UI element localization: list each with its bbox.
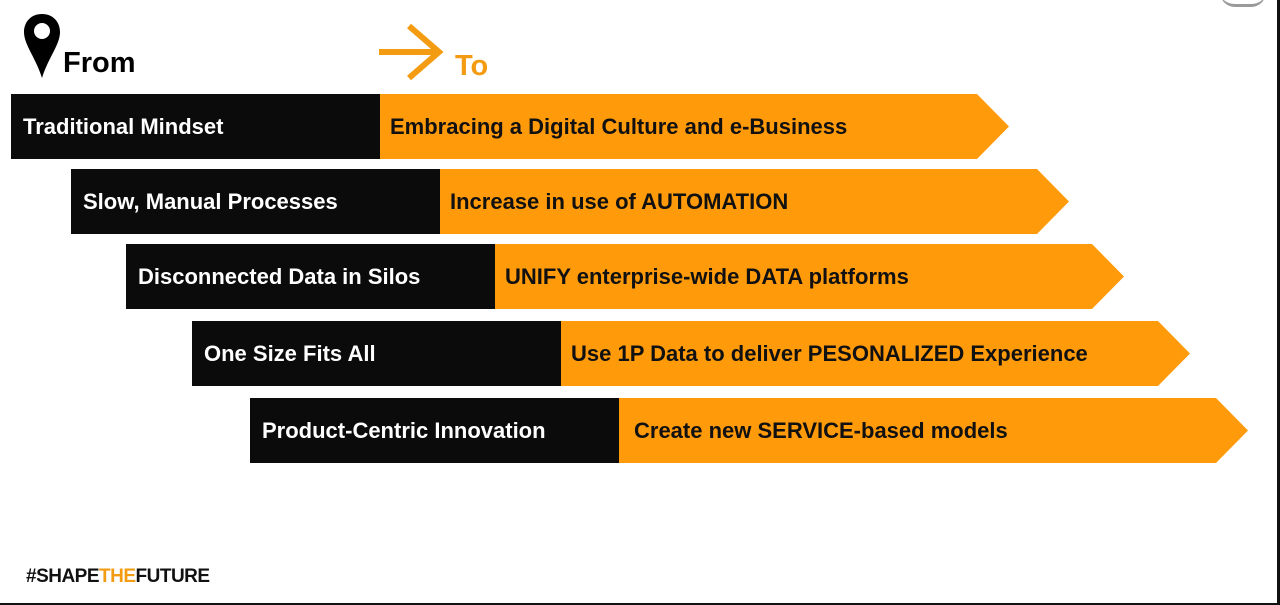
from-heading: From	[63, 47, 136, 79]
transition-row: Disconnected Data in Silos UNIFY enterpr…	[126, 244, 1124, 309]
from-box: Slow, Manual Processes	[71, 169, 440, 234]
right-arrow-icon	[379, 23, 444, 80]
frame-border-bottom	[0, 603, 1280, 605]
hashtag-part-shape: #SHAPE	[26, 566, 100, 587]
corner-decoration	[1220, 0, 1266, 7]
to-arrow: UNIFY enterprise-wide DATA platforms	[495, 244, 1124, 309]
transition-row: Traditional Mindset Embracing a Digital …	[11, 94, 1009, 159]
from-box: One Size Fits All	[192, 321, 561, 386]
hashtag-part-the: THE	[99, 566, 136, 587]
hashtag-part-future: FUTURE	[135, 566, 211, 587]
to-arrow: Create new SERVICE-based models	[619, 398, 1248, 463]
to-heading: To	[455, 50, 489, 82]
to-arrow: Increase in use of AUTOMATION	[440, 169, 1069, 234]
from-box: Product-Centric Innovation	[250, 398, 619, 463]
from-box: Disconnected Data in Silos	[126, 244, 495, 309]
to-arrow: Use 1P Data to deliver PESONALIZED Exper…	[561, 321, 1190, 386]
to-arrow: Embracing a Digital Culture and e-Busine…	[380, 94, 1009, 159]
from-box: Traditional Mindset	[11, 94, 380, 159]
transition-row: Product-Centric Innovation Create new SE…	[250, 398, 1248, 463]
transition-row: Slow, Manual Processes Increase in use o…	[71, 169, 1069, 234]
transition-row: One Size Fits All Use 1P Data to deliver…	[192, 321, 1190, 386]
hashtag-logo: #SHAPETHEFUTURE	[26, 567, 210, 586]
map-pin-icon	[24, 14, 60, 78]
frame-border-right	[1277, 0, 1280, 605]
